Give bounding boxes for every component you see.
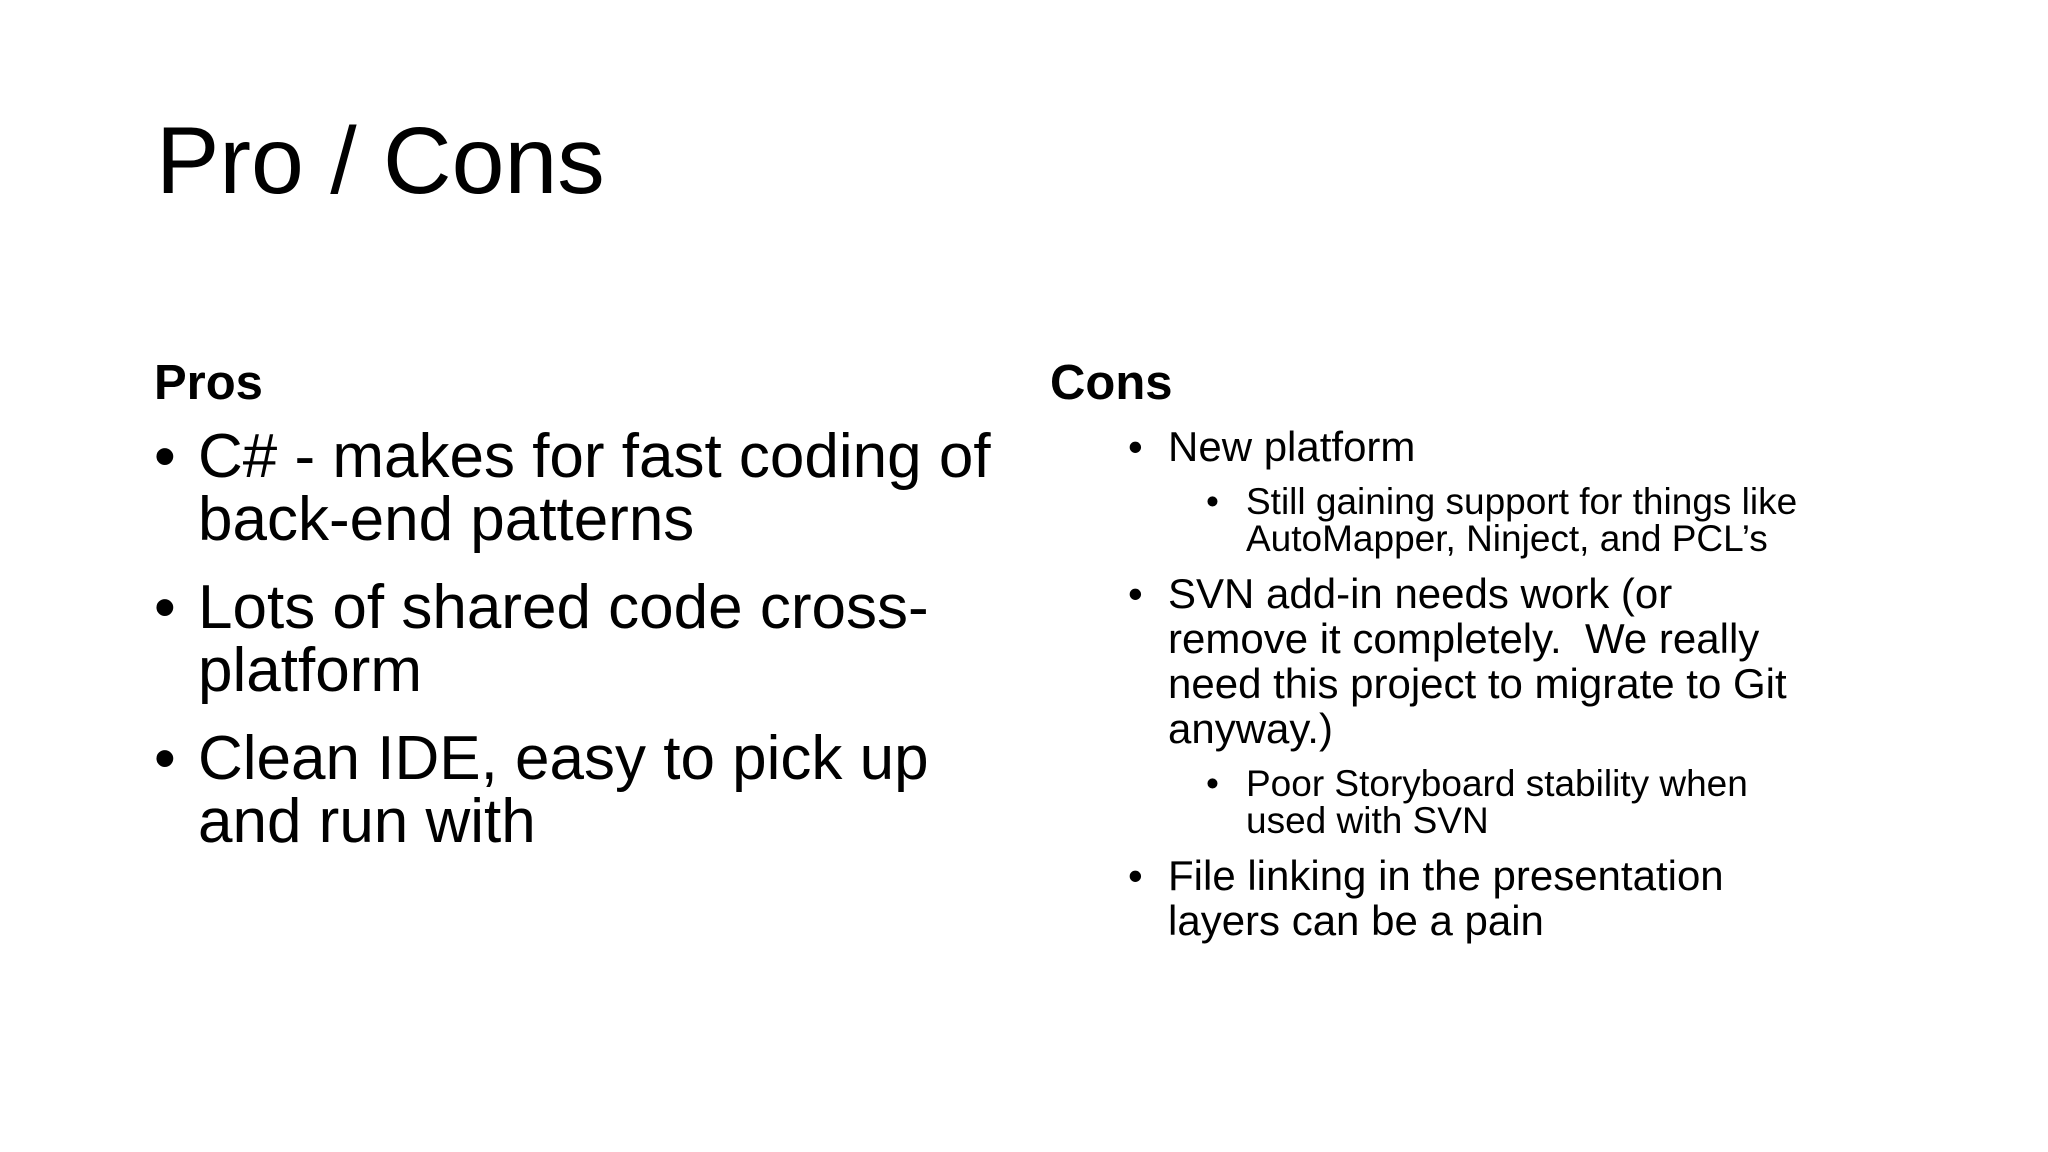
cons-list-item: • SVN add-in needs work (or remove it co… bbox=[1050, 571, 1960, 751]
bullet-icon: • bbox=[154, 422, 176, 491]
pros-list-item: • Clean IDE, easy to pick up and run wit… bbox=[154, 727, 1054, 853]
cons-item-text: New platform bbox=[1168, 423, 1416, 470]
pros-item-text: Lots of shared code cross- platform bbox=[198, 573, 929, 705]
cons-subitem-text: Poor Storyboard stability when used with… bbox=[1246, 763, 1748, 841]
pros-heading: Pros bbox=[154, 356, 263, 410]
bullet-icon: • bbox=[1128, 570, 1143, 617]
bullet-icon: • bbox=[1206, 763, 1219, 804]
bullet-icon: • bbox=[154, 724, 176, 793]
cons-sub-list-item: • Still gaining support for things like … bbox=[1050, 483, 1960, 557]
bullet-icon: • bbox=[1206, 481, 1219, 522]
cons-list-item: • File linking in the presentation layer… bbox=[1050, 853, 1960, 943]
pros-column: Pros • C# - makes for fast coding of bac… bbox=[154, 359, 1054, 878]
cons-heading: Cons bbox=[1050, 356, 1173, 410]
pros-item-text: C# - makes for fast coding of back-end p… bbox=[198, 422, 991, 554]
cons-column: Cons • New platform • Still gaining supp… bbox=[1050, 359, 1960, 957]
cons-subitem-text: Still gaining support for things like Au… bbox=[1246, 481, 1798, 559]
cons-item-text: File linking in the presentation layers … bbox=[1168, 852, 1724, 944]
slide-title: Pro / Cons bbox=[156, 108, 605, 214]
bullet-icon: • bbox=[1128, 852, 1143, 899]
cons-item-text: SVN add-in needs work (or remove it comp… bbox=[1168, 570, 1787, 752]
pros-list-item: • C# - makes for fast coding of back-end… bbox=[154, 425, 1054, 551]
bullet-icon: • bbox=[154, 573, 176, 642]
bullet-icon: • bbox=[1128, 423, 1143, 470]
pros-item-text: Clean IDE, easy to pick up and run with bbox=[198, 724, 929, 856]
pros-list-item: • Lots of shared code cross- platform bbox=[154, 576, 1054, 702]
cons-list-item: • New platform bbox=[1050, 424, 1960, 469]
cons-sub-list-item: • Poor Storyboard stability when used wi… bbox=[1050, 765, 1960, 839]
